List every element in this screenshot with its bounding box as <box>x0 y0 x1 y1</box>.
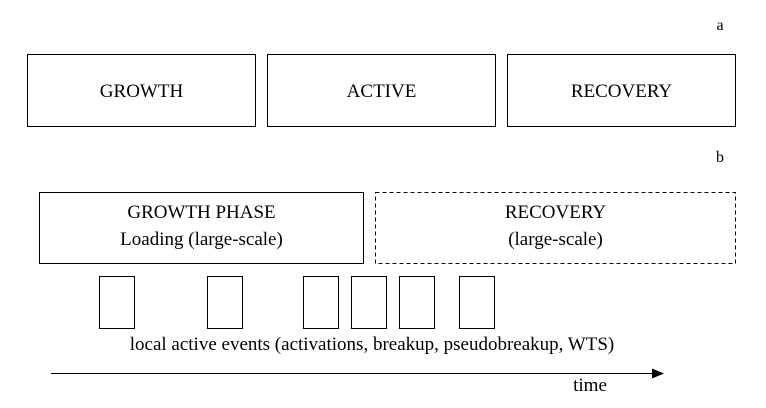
phase-recovery-label: RECOVERY <box>571 81 673 102</box>
growth-phase-box <box>39 192 364 264</box>
recovery-large-scale: RECOVERY (large-scale) <box>375 192 736 264</box>
recovery-subtitle: (large-scale) <box>508 229 603 250</box>
phase-active: ACTIVE <box>267 54 496 127</box>
growth-phase-subtitle: Loading (large-scale) <box>120 229 283 250</box>
recovery-title: RECOVERY <box>505 202 607 223</box>
event-box-3 <box>303 276 339 329</box>
phase-growth: GROWTH <box>27 54 256 127</box>
phase-active-box <box>267 54 496 127</box>
growth-phase-loading: GROWTH PHASE Loading (large-scale) <box>39 192 364 264</box>
event-box-2 <box>207 276 243 329</box>
panel-b-label: b <box>716 149 724 166</box>
phase-growth-label: GROWTH <box>100 81 184 102</box>
event-box-5 <box>399 276 435 329</box>
recovery-dashed-box <box>375 192 736 264</box>
phase-growth-box <box>27 54 256 127</box>
events-caption: local active events (activations, breaku… <box>130 334 615 355</box>
local-active-events <box>99 276 495 329</box>
phase-active-label: ACTIVE <box>347 81 417 102</box>
phase-recovery-box <box>507 54 736 127</box>
event-box-1 <box>99 276 135 329</box>
panel-a-label: a <box>716 17 723 34</box>
event-box-6 <box>459 276 495 329</box>
event-box-4 <box>351 276 387 329</box>
growth-phase-title: GROWTH PHASE <box>127 202 275 223</box>
time-label: time <box>573 375 607 396</box>
phase-recovery: RECOVERY <box>507 54 736 127</box>
